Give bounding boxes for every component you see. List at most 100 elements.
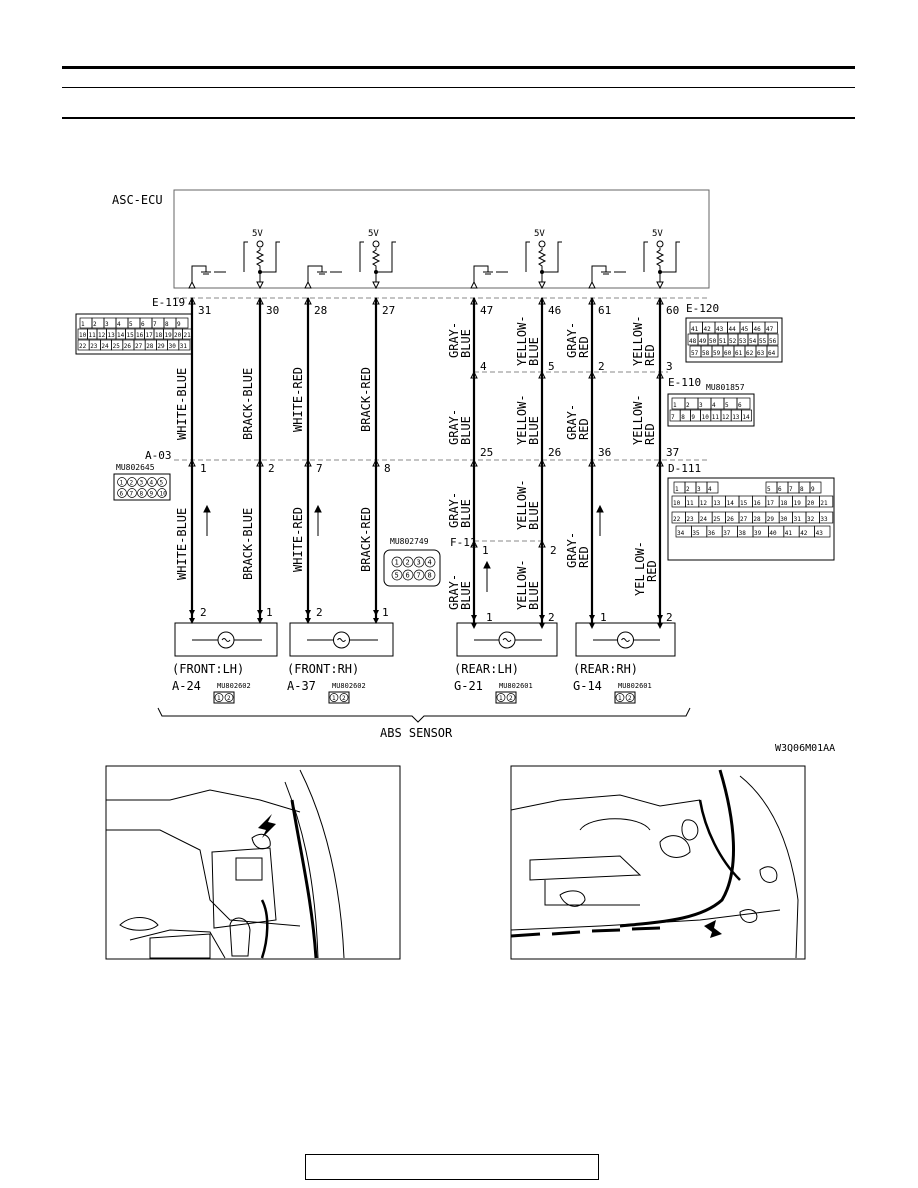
terminal-ecu: 60 [666, 304, 679, 317]
terminal-e110: 4 [480, 360, 487, 373]
f11-pin-label: 8 [428, 572, 432, 580]
connector-pin-label: 28 [753, 516, 761, 523]
a03-pin-label: 1 [120, 480, 124, 487]
wire-label-white-red: WHITE-RED [291, 367, 305, 432]
junction-arrow [538, 370, 546, 379]
connector-pin-label: 23 [686, 516, 694, 523]
ecu-sense-line [359, 241, 364, 272]
a03-pin-label: 5 [160, 480, 164, 487]
wire-end-arrow [257, 618, 263, 624]
junction-arrow [304, 296, 312, 305]
ecu-ground-lead [591, 265, 607, 282]
connector-pin-label: 30 [780, 516, 788, 523]
connector-pin-label: 10 [702, 414, 710, 421]
ecu-label: ASC-ECU [112, 193, 163, 207]
connector-pin-label: 43 [816, 530, 824, 537]
connector-pin-label: 7 [153, 321, 157, 328]
f11-pin [402, 556, 414, 568]
connector-pin-label: 11 [89, 332, 97, 339]
connector-pin-label: 39 [754, 530, 762, 537]
header-rule-bottom [62, 117, 855, 119]
sensor-pin [496, 693, 506, 702]
terminal-ecu: 47 [480, 304, 493, 317]
connector-pin-label: 5 [767, 486, 771, 493]
ecu-output-arrow [656, 281, 664, 290]
wire-label-gray-red: RED [577, 546, 591, 568]
connector-pin-label: 47 [766, 326, 774, 333]
junction-arrow [656, 458, 664, 467]
sensor-connector-face [328, 691, 350, 704]
connector-pin [736, 397, 751, 410]
connector-pin-label: 6 [738, 402, 742, 409]
terminal-ecu: 61 [598, 304, 611, 317]
f11-pin [402, 569, 414, 581]
sensor-box [174, 622, 278, 657]
connector-pin [178, 339, 191, 351]
wire-label-yellow-red: YELLOW- [631, 394, 645, 445]
sensor-pin-label: 1 [618, 695, 622, 702]
conn-a03-label: A-03 [145, 449, 172, 462]
f11-pin [391, 569, 403, 581]
connector-pin-label: 53 [739, 338, 747, 345]
a03-part: MU802645 [116, 463, 155, 472]
connector-pin-label: 41 [691, 326, 699, 333]
connector-pin-label: 4 [712, 402, 716, 409]
a03-pin-label: 2 [130, 480, 134, 487]
connector-pin-label: 3 [699, 402, 703, 409]
f11-pin [391, 556, 403, 568]
sensor-pin-label: 2 [509, 695, 513, 702]
connector-pin-label: 40 [769, 530, 777, 537]
ecu-sense-line [260, 241, 280, 273]
ecu-output-arrow [256, 281, 264, 290]
terminal-ecu: 30 [266, 304, 279, 317]
terminal-sensor: 1 [600, 611, 607, 624]
connector-pin-label: 36 [708, 530, 716, 537]
wire-end-arrow [471, 615, 477, 621]
terminal-d111: 25 [480, 446, 493, 459]
connector-pin-label: 19 [165, 332, 173, 339]
terminal-sensor: 1 [486, 611, 493, 624]
connector-pin-label: 13 [108, 332, 116, 339]
wire-label-white-blue: WHITE-BLUE [175, 508, 189, 580]
terminal-ecu: 28 [314, 304, 327, 317]
sensor-box [456, 622, 558, 657]
engine-bay-photo-right [510, 765, 806, 960]
sensor-wave-icon [621, 638, 630, 642]
connector-pin-label: 9 [177, 321, 181, 328]
connector-pin-label: 64 [768, 350, 776, 357]
connector-pin-label: 28 [146, 343, 154, 350]
connector-pin [819, 495, 834, 508]
ecu-ground-lead [473, 265, 489, 282]
e120-housing [685, 317, 783, 363]
sensor-pin-label: 2 [342, 695, 346, 702]
connector-pin-label: 37 [723, 530, 731, 537]
sensor-pin [329, 693, 339, 702]
terminal-sensor: 1 [266, 606, 273, 619]
terminal-f11: 2 [550, 544, 557, 557]
terminal-ecu: 31 [198, 304, 211, 317]
junction-arrow [304, 458, 312, 467]
connector-pin-label: 31 [180, 343, 188, 350]
terminal-a03: 1 [200, 462, 207, 475]
sensor-part: MU802602 [217, 682, 251, 690]
connector-pin-label: 22 [79, 343, 87, 350]
ecu-input-arrow [304, 280, 312, 289]
wire-label-gray-blue: GRAY- [447, 322, 461, 358]
f11-pin [424, 569, 436, 581]
ecu-sense-line [643, 241, 648, 272]
ecu-sense-line [660, 241, 680, 273]
wire-label-yellow-blue: YELLOW- [515, 559, 529, 610]
a03-pin [127, 488, 137, 498]
sensor-connector-face [495, 691, 517, 704]
wire-end-arrow [189, 618, 195, 624]
sensor-box [575, 622, 676, 657]
connector-pin-label: 12 [98, 332, 106, 339]
engine-bay-photo-left [105, 765, 401, 960]
